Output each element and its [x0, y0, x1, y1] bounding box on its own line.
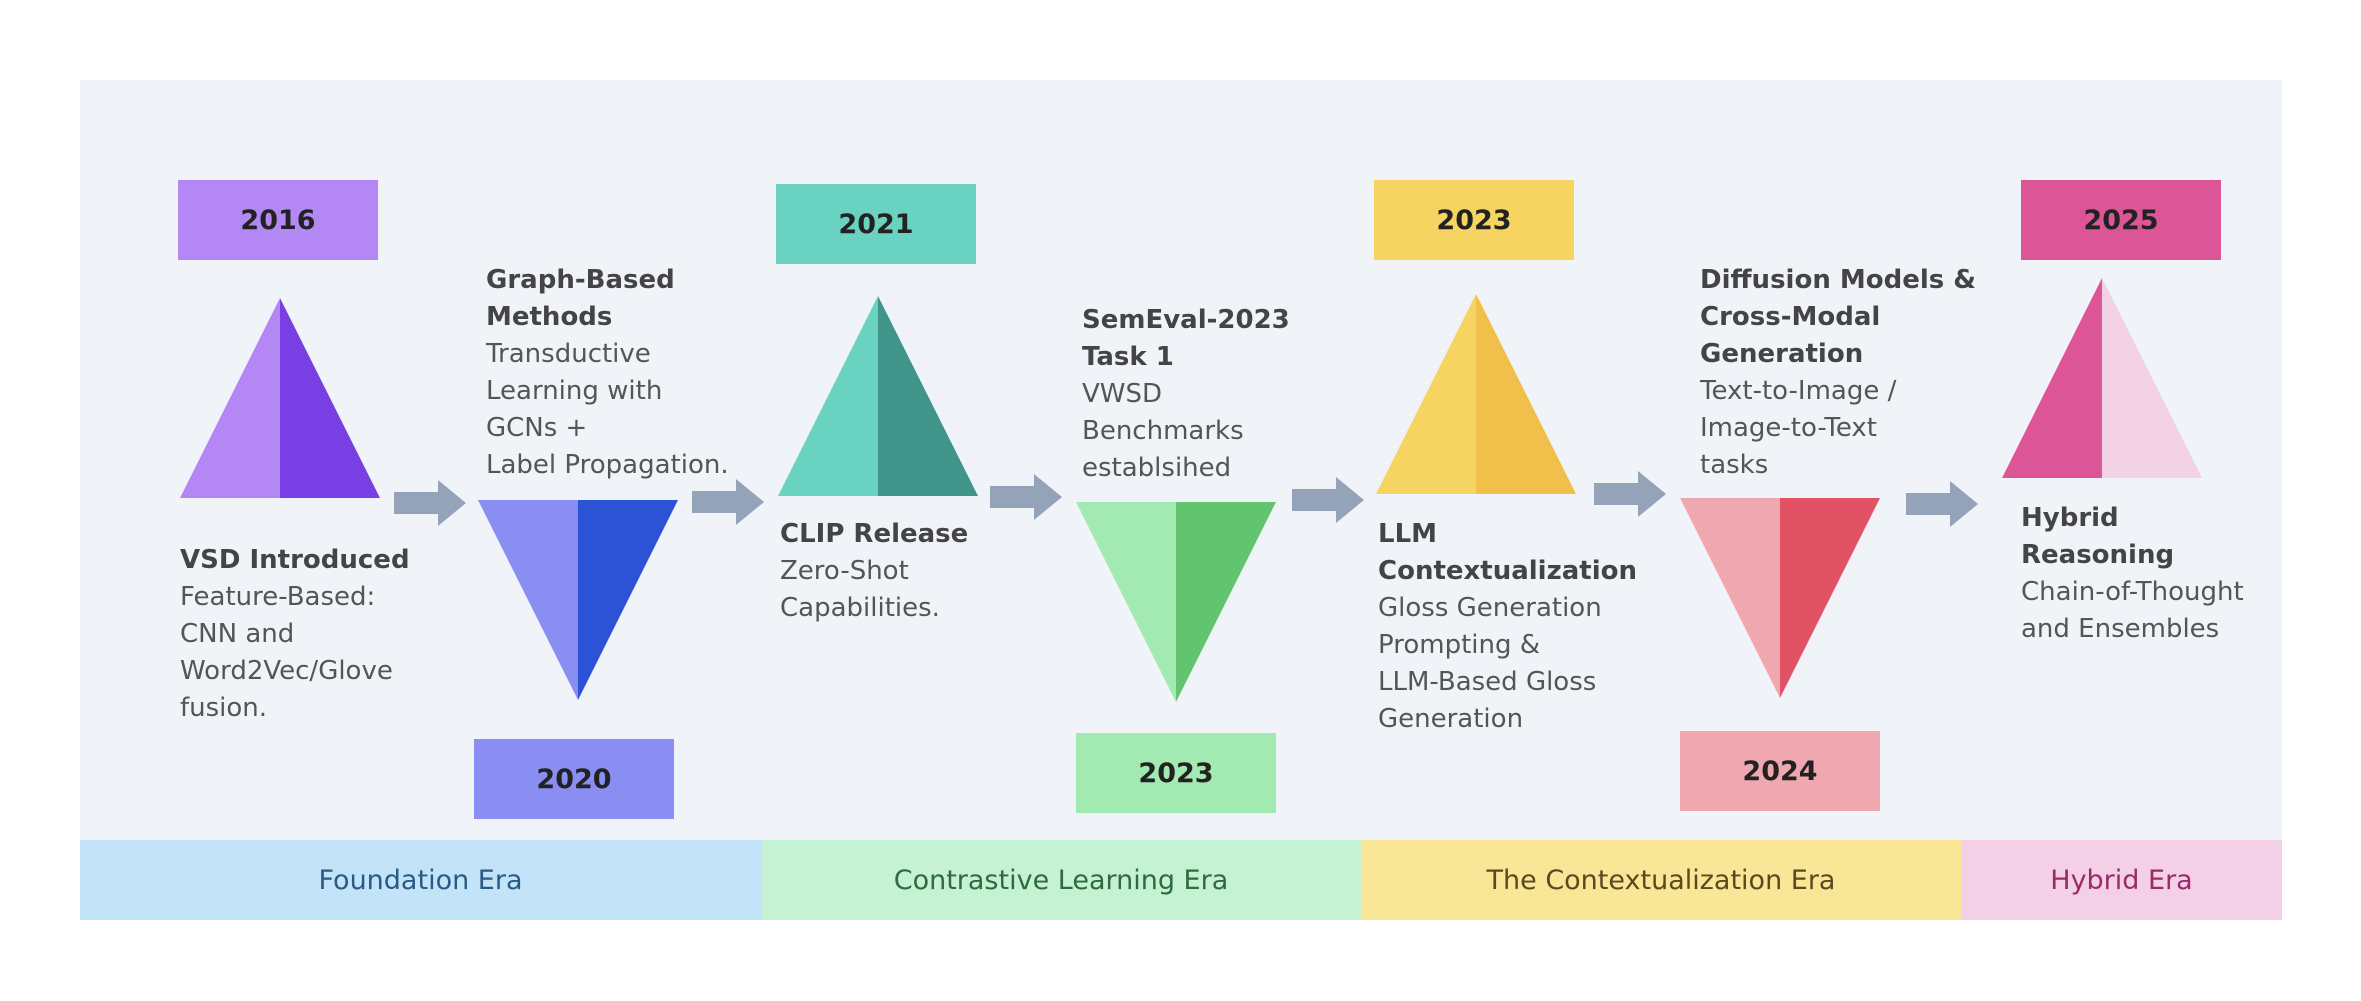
milestone-text-2021: CLIP Release Zero-Shot Capabilities.	[780, 516, 1020, 627]
timeline-panel	[80, 80, 2282, 840]
era-band-foundation: Foundation Era	[80, 840, 761, 920]
triangle-2025	[2002, 278, 2202, 478]
milestone-description: Gloss Generation Prompting & LLM-Based G…	[1378, 593, 1602, 734]
arrow-right-icon	[990, 474, 1062, 520]
milestone-text-2024: Diffusion Models & Cross-Modal Generatio…	[1700, 262, 1980, 484]
milestone-description: Chain-of-Thought and Ensembles	[2021, 577, 2244, 644]
triangle-2021	[778, 296, 978, 496]
year-box-2024: 2024	[1680, 731, 1880, 811]
year-box-2020: 2020	[474, 739, 674, 819]
milestone-description: Transductive Learning with GCNs + Label …	[486, 339, 729, 480]
milestone-title: SemEval-2023 Task 1	[1082, 305, 1290, 372]
arrow-right-icon	[1594, 471, 1666, 517]
milestone-text-2016: VSD Introduced Feature-Based: CNN and Wo…	[180, 542, 420, 727]
milestone-description: Zero-Shot Capabilities.	[780, 556, 940, 623]
arrow-right-icon	[1906, 481, 1978, 527]
milestone-description: Feature-Based: CNN and Word2Vec/Glove fu…	[180, 582, 393, 723]
milestone-title: Hybrid Reasoning	[2021, 503, 2175, 570]
arrow-right-icon	[692, 479, 764, 525]
year-box-2016: 2016	[178, 180, 378, 260]
milestone-description: Text-to-Image / Image-to-Text tasks	[1700, 376, 1897, 480]
year-box-2021: 2021	[776, 184, 976, 264]
milestone-text-2023-semeval: SemEval-2023 Task 1 VWSD Benchmarks esta…	[1082, 302, 1322, 487]
triangle-2023-llm	[1376, 294, 1576, 494]
era-band-contextualization: The Contextualization Era	[1361, 840, 1961, 920]
milestone-description: VWSD Benchmarks establsihed	[1082, 379, 1244, 483]
triangle-2020	[478, 500, 678, 700]
milestone-text-2023-llm: LLM Contextualization Gloss Generation P…	[1378, 516, 1638, 738]
milestone-title: VSD Introduced	[180, 545, 410, 575]
year-box-2023-llm: 2023	[1374, 180, 1574, 260]
milestone-text-2025: Hybrid Reasoning Chain-of-Thought and En…	[2021, 500, 2271, 648]
arrow-right-icon	[394, 480, 466, 526]
milestone-title: Diffusion Models & Cross-Modal Generatio…	[1700, 265, 1976, 369]
milestone-title: CLIP Release	[780, 519, 969, 549]
era-band-hybrid: Hybrid Era	[1961, 840, 2282, 920]
year-box-2025: 2025	[2021, 180, 2221, 260]
triangle-2024	[1680, 498, 1880, 698]
era-band-contrastive-learning: Contrastive Learning Era	[761, 840, 1361, 920]
milestone-title: LLM Contextualization	[1378, 519, 1637, 586]
arrow-right-icon	[1292, 477, 1364, 523]
milestone-text-2020: Graph-Based Methods Transductive Learnin…	[486, 262, 766, 484]
triangle-2016	[180, 298, 380, 498]
year-box-2023-semeval: 2023	[1076, 733, 1276, 813]
milestone-title: Graph-Based Methods	[486, 265, 675, 332]
triangle-2023-semeval	[1076, 502, 1276, 702]
